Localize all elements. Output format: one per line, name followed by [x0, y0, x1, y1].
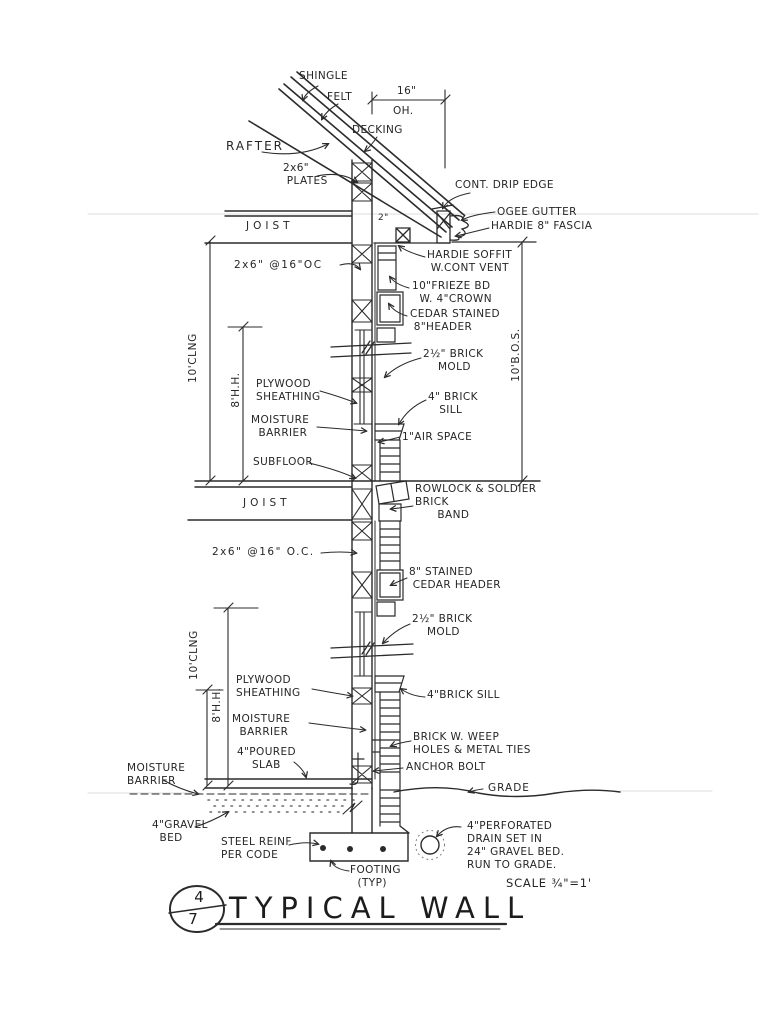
label-dim-hh-lower: 8'H.H.: [211, 687, 223, 723]
foundation: [309, 752, 621, 862]
label-drain: 4"PERFORATED DRAIN SET IN 24" GRAVEL BED…: [467, 820, 565, 872]
title-block-graphics: [168, 885, 508, 933]
brick-mold-lower-block: [376, 601, 396, 617]
label-plywood-lower: PLYWOOD SHEATHING: [236, 674, 301, 700]
brick-sill-lower-block: [374, 675, 405, 693]
label-frieze-board: 10"FRIEZE BD W. 4"CROWN: [412, 280, 492, 306]
label-rafter: RAFTER: [226, 139, 285, 153]
roof-lines: [248, 71, 465, 238]
label-grade: GRADE: [488, 782, 530, 794]
ink-layer: [87, 71, 759, 933]
brick-sill-upper-block: [374, 423, 405, 441]
blocking-x-marks: [351, 162, 373, 784]
label-subfloor: SUBFLOOR: [253, 456, 314, 468]
drain-gravel: [415, 830, 445, 860]
header-lower: [376, 569, 404, 601]
label-gravel-bed: 4"GRAVEL BED: [152, 819, 208, 845]
rebar-dot: [380, 846, 387, 853]
faint-guides: [87, 213, 759, 794]
frieze-board: [377, 245, 397, 291]
label-cont-drip-edge: CONT. DRIP EDGE: [455, 179, 554, 191]
label-footing: FOOTING (TYP): [350, 864, 401, 890]
label-air-space: 1"AIR SPACE: [402, 431, 473, 443]
detail-bubble: [169, 885, 225, 933]
floor-bands: [129, 210, 541, 813]
rowlock-course: [375, 480, 410, 505]
label-brick-sill-upper: 4" BRICK SILL: [428, 391, 478, 417]
label-felt: FELT: [327, 91, 353, 103]
stud-wall: [351, 159, 376, 790]
label-poured-slab: 4"POURED SLAB: [237, 746, 297, 772]
dim-clng-upper: [205, 235, 216, 486]
label-decking: DECKING: [352, 124, 403, 136]
label-moisture-lower: MOISTURE BARRIER: [232, 713, 291, 739]
label-moisture-upper: MOISTURE BARRIER: [251, 414, 310, 440]
leader-arrows: [162, 85, 496, 872]
dim-hh-upper: [227, 321, 263, 486]
label-brick-mold-lower: 2½" BRICK MOLD: [412, 613, 473, 639]
soffit-vent-box: [395, 227, 411, 243]
label-hardie-fascia: HARDIE 8" FASCIA: [491, 220, 593, 232]
label-dim-bos: 10'B.O.S.: [510, 328, 522, 382]
label-brick-mold-upper: 2½" BRICK MOLD: [423, 348, 484, 374]
label-plates: 2x6" PLATES: [283, 162, 328, 188]
label-dim-clng-upper: 10'CLNG: [187, 333, 199, 383]
scale-note: SCALE ¾"=1': [506, 876, 592, 890]
label-overhang-suffix: OH.: [393, 105, 414, 117]
soldier-course: [378, 503, 402, 522]
header-upper: [376, 291, 404, 326]
gravel-stipple: [207, 799, 357, 813]
window-upper: [330, 329, 412, 425]
label-dim-clng-lower: 10'CLNG: [188, 630, 200, 680]
label-rowlock-band: ROWLOCK & SOLDIER BRICK BAND: [415, 483, 537, 522]
label-cedar-header-upper: CEDAR STAINED 8"HEADER: [410, 308, 500, 334]
label-joist-lower: JOIST: [243, 497, 291, 509]
brick-mold-upper-block: [376, 327, 396, 343]
label-cedar-header-lower: 8" STAINED CEDAR HEADER: [409, 566, 501, 592]
label-brick-weep: BRICK W. WEEP HOLES & METAL TIES: [413, 731, 531, 757]
label-studs-upper: 2x6" @16"OC: [234, 259, 323, 271]
label-steel-reinf: STEEL REINF PER CODE: [221, 836, 292, 862]
label-moisture-left: MOISTURE BARRIER: [127, 762, 186, 788]
rebar-dot: [320, 845, 327, 852]
label-vent-gap: 2": [378, 213, 389, 223]
brick-veneer: [372, 245, 410, 827]
label-plywood-upper: PLYWOOD SHEATHING: [256, 378, 321, 404]
label-hardie-soffit: HARDIE SOFFIT W.CONT VENT: [427, 249, 513, 275]
footing-outline: [309, 832, 409, 862]
detail-number: 4: [194, 888, 204, 906]
dim-hh-lower: [195, 684, 224, 791]
label-ogee-gutter: OGEE GUTTER: [497, 206, 577, 218]
label-studs-lower: 2x6" @16" O.C.: [212, 546, 315, 558]
dim-clng-lower: [213, 602, 259, 791]
sheet-number: 7: [188, 910, 198, 928]
dim-bos: [517, 236, 528, 487]
grade-line: [393, 787, 621, 798]
drawing-title: TYPICAL WALL: [229, 891, 532, 925]
anchor-bolt-glyph: [349, 752, 365, 786]
metal-ties: [372, 739, 381, 753]
label-brick-sill-lower: 4"BRICK SILL: [427, 689, 500, 701]
label-shingle: SHINGLE: [299, 70, 348, 82]
label-anchor-bolt: ANCHOR BOLT: [406, 761, 486, 773]
rebar-dot: [347, 846, 354, 853]
label-joist-upper: JOIST: [246, 220, 294, 232]
label-dim-hh-upper: 8'H.H.: [230, 372, 242, 408]
dim-overhang: [367, 89, 451, 169]
break-symbol: [342, 800, 363, 815]
window-lower: [330, 611, 414, 677]
dimension-lines: [195, 89, 528, 791]
label-overhang-value: 16": [397, 85, 417, 97]
drain-pipe: [420, 835, 440, 855]
